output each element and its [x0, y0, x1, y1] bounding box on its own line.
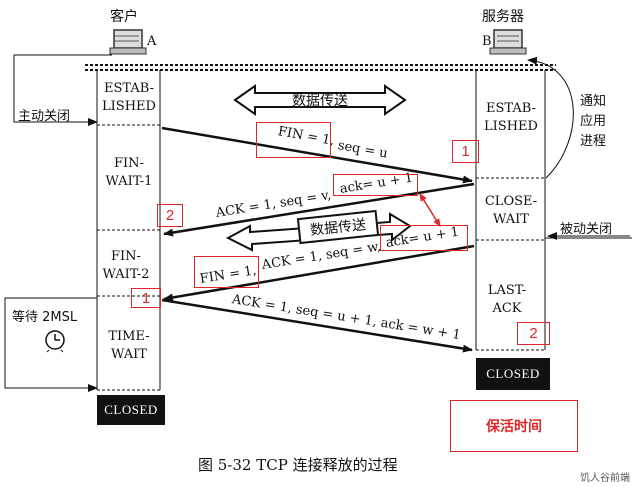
server-id: B — [482, 34, 492, 49]
passive-close-label: 被动关闭 — [560, 222, 613, 237]
client-state-fin-wait-2: FIN- WAIT-2 — [102, 249, 150, 282]
annotation-number-2-server: 2 — [529, 325, 538, 342]
server-state-close-wait: CLOSE- WAIT — [484, 194, 538, 227]
keep-alive-time-box: 保活时间 — [450, 400, 578, 452]
highlight-ack-fin-server — [380, 225, 468, 251]
computer-icon — [109, 29, 147, 55]
ack-arrow-client — [161, 298, 473, 353]
server-state-last-ack: LAST- ACK — [487, 283, 527, 316]
client-id: A — [147, 34, 157, 49]
figure-caption: 图 5-32 TCP 连接释放的过程 — [198, 456, 398, 474]
annotation-box-1-client — [131, 288, 161, 308]
highlight-fin-client — [256, 122, 331, 158]
annotation-box-2-server — [517, 322, 550, 345]
client-state-established: ESTAB- LISHED — [102, 81, 156, 114]
fin-arrow-server — [163, 244, 475, 302]
annotation-number-1-client: 1 — [141, 290, 151, 307]
annotation-box-1-server — [452, 140, 479, 163]
annotation-number-1-server: 1 — [461, 143, 470, 160]
ack-arrow-server — [163, 182, 475, 237]
annotation-number-2-client: 2 — [165, 207, 175, 224]
active-close-label: 主动关闭 — [18, 109, 71, 124]
computer-icon — [489, 29, 527, 55]
annotation-box-2-client — [157, 204, 183, 227]
notify-app-label: 通知 应用 进程 — [580, 94, 607, 149]
server-state-closed: CLOSED — [476, 358, 550, 390]
client-label: 客户 — [110, 9, 138, 25]
watermark: 饥人谷前端 — [580, 473, 630, 484]
data-transfer-label-top: 数据传送 — [292, 93, 348, 109]
client-state-time-wait: TIME- WAIT — [108, 329, 150, 362]
client-state-fin-wait-1: FIN- WAIT-1 — [105, 156, 153, 189]
fin-arrow-client — [161, 126, 473, 184]
data-transfer-arrow-top — [233, 84, 407, 116]
highlight-ack-server — [333, 174, 418, 196]
server-state-established: ESTAB- LISHED — [484, 101, 538, 134]
clock-icon — [45, 330, 65, 353]
wait-2msl-label: 等待 2MSL — [12, 310, 78, 325]
client-state-closed: CLOSED — [97, 395, 165, 425]
server-label: 服务器 — [482, 9, 524, 25]
highlight-fin-server — [194, 256, 259, 288]
